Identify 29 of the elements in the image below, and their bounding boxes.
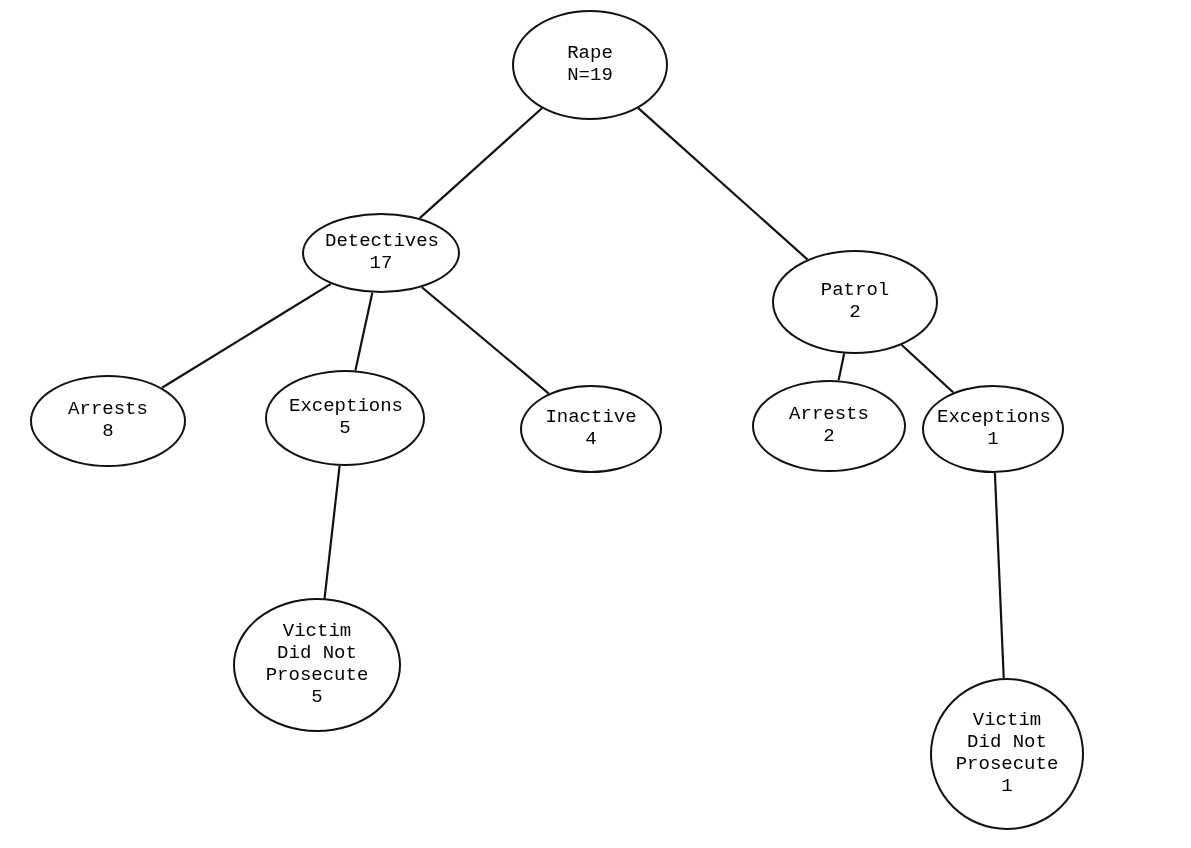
connector-line <box>354 292 374 371</box>
node-text: 5 <box>311 686 323 709</box>
connector-line <box>837 353 846 381</box>
connector-line <box>421 286 550 395</box>
node-text: N=19 <box>567 65 613 87</box>
node-text: Inactive <box>545 407 637 429</box>
connector-line <box>323 465 341 599</box>
node-text: Exceptions <box>937 407 1049 429</box>
connector-line <box>900 344 955 394</box>
node-text: Arrests <box>68 399 148 421</box>
node-text: Rape <box>567 43 613 65</box>
node-text: 5 <box>339 418 351 440</box>
node-text: Arrests <box>789 404 869 426</box>
node-text: 1 <box>1001 775 1013 798</box>
node-text: Exceptions <box>289 396 401 418</box>
node-text: 17 <box>369 253 393 275</box>
node-text: 1 <box>987 429 999 451</box>
node-text: 4 <box>585 429 597 451</box>
node-text: Victim Did Not Prosecute <box>264 621 370 687</box>
node-text: Detectives <box>325 231 437 253</box>
node-text: Patrol <box>820 280 890 302</box>
connector-line <box>993 472 1005 679</box>
node-text: 8 <box>102 421 114 443</box>
node-text: 2 <box>849 302 861 324</box>
node-text: Victim Did Not Prosecute <box>954 710 1060 776</box>
node-text: 2 <box>823 426 835 448</box>
connector-line <box>419 107 543 219</box>
connector-line <box>637 107 809 261</box>
connector-line <box>161 282 332 389</box>
